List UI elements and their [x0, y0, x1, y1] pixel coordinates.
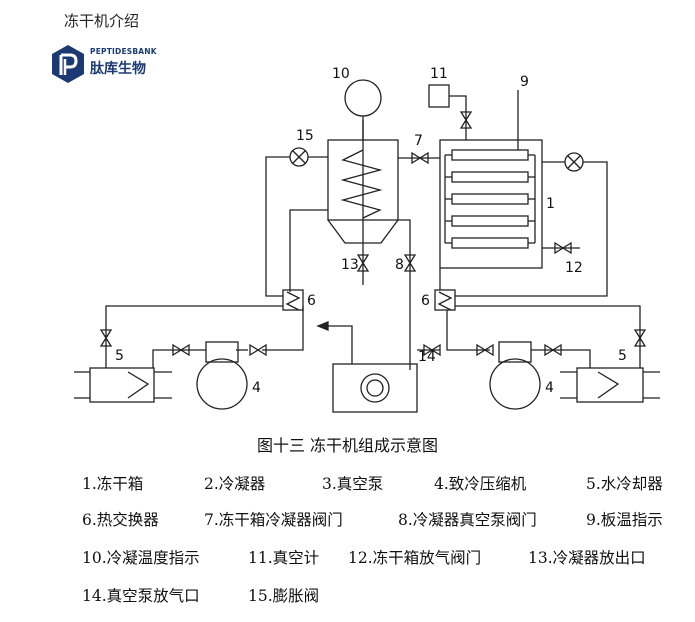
label-14: 14 [418, 349, 436, 365]
brand-logo-block: PEPTIDESBANK 肽库生物 [50, 44, 190, 84]
label-15: 15 [296, 128, 314, 144]
legend-item: 15.膨胀阀 [248, 587, 320, 605]
label-9: 9 [520, 74, 529, 90]
figure-caption: 图十三 冻干机组成示意图 [256, 436, 439, 455]
drying-chamber [439, 139, 543, 269]
vacuum-gauge [428, 84, 473, 140]
legend-item: 6.热交换器 [82, 511, 159, 529]
label-6-right: 6 [421, 293, 430, 309]
legend-item: 11.真空计 [248, 549, 320, 567]
brand-name-en: PEPTIDESBANK [90, 47, 157, 56]
label-10: 10 [332, 66, 350, 82]
label-12: 12 [565, 260, 583, 276]
brand-logo-icon [52, 45, 84, 83]
legend-item: 13.冷凝器放出口 [528, 549, 646, 567]
condensing-temp-gauge [344, 79, 382, 140]
legend-item: 14.真空泵放气口 [82, 587, 200, 605]
label-13: 13 [341, 257, 359, 273]
label-4-left: 4 [252, 380, 261, 396]
legend-item: 10.冷凝温度指示 [82, 549, 200, 567]
label-7: 7 [414, 133, 423, 149]
legend-item: 4.致冷压缩机 [434, 475, 527, 493]
brand-name-cn: 肽库生物 [90, 61, 146, 77]
label-8: 8 [395, 257, 404, 273]
page-title: 冻干机介绍 [64, 12, 140, 30]
legend-item: 8.冷凝器真空泵阀门 [398, 511, 537, 529]
legend-item: 1.冻干箱 [82, 475, 144, 493]
label-5-left: 5 [115, 348, 124, 364]
label-5-right: 5 [618, 348, 627, 364]
label-4-right: 4 [545, 380, 554, 396]
legend-item: 7.冻干箱冷凝器阀门 [204, 511, 343, 529]
label-1: 1 [546, 196, 555, 212]
legend-item: 2.冷凝器 [204, 475, 266, 493]
label-11: 11 [430, 66, 448, 82]
legend-item: 9.板温指示 [586, 511, 663, 529]
legend-item: 12.冻干箱放气阀门 [348, 549, 482, 567]
legend-item: 3.真空泵 [322, 475, 384, 493]
label-6-left: 6 [307, 293, 316, 309]
legend-item: 5.水冷却器 [586, 475, 663, 493]
